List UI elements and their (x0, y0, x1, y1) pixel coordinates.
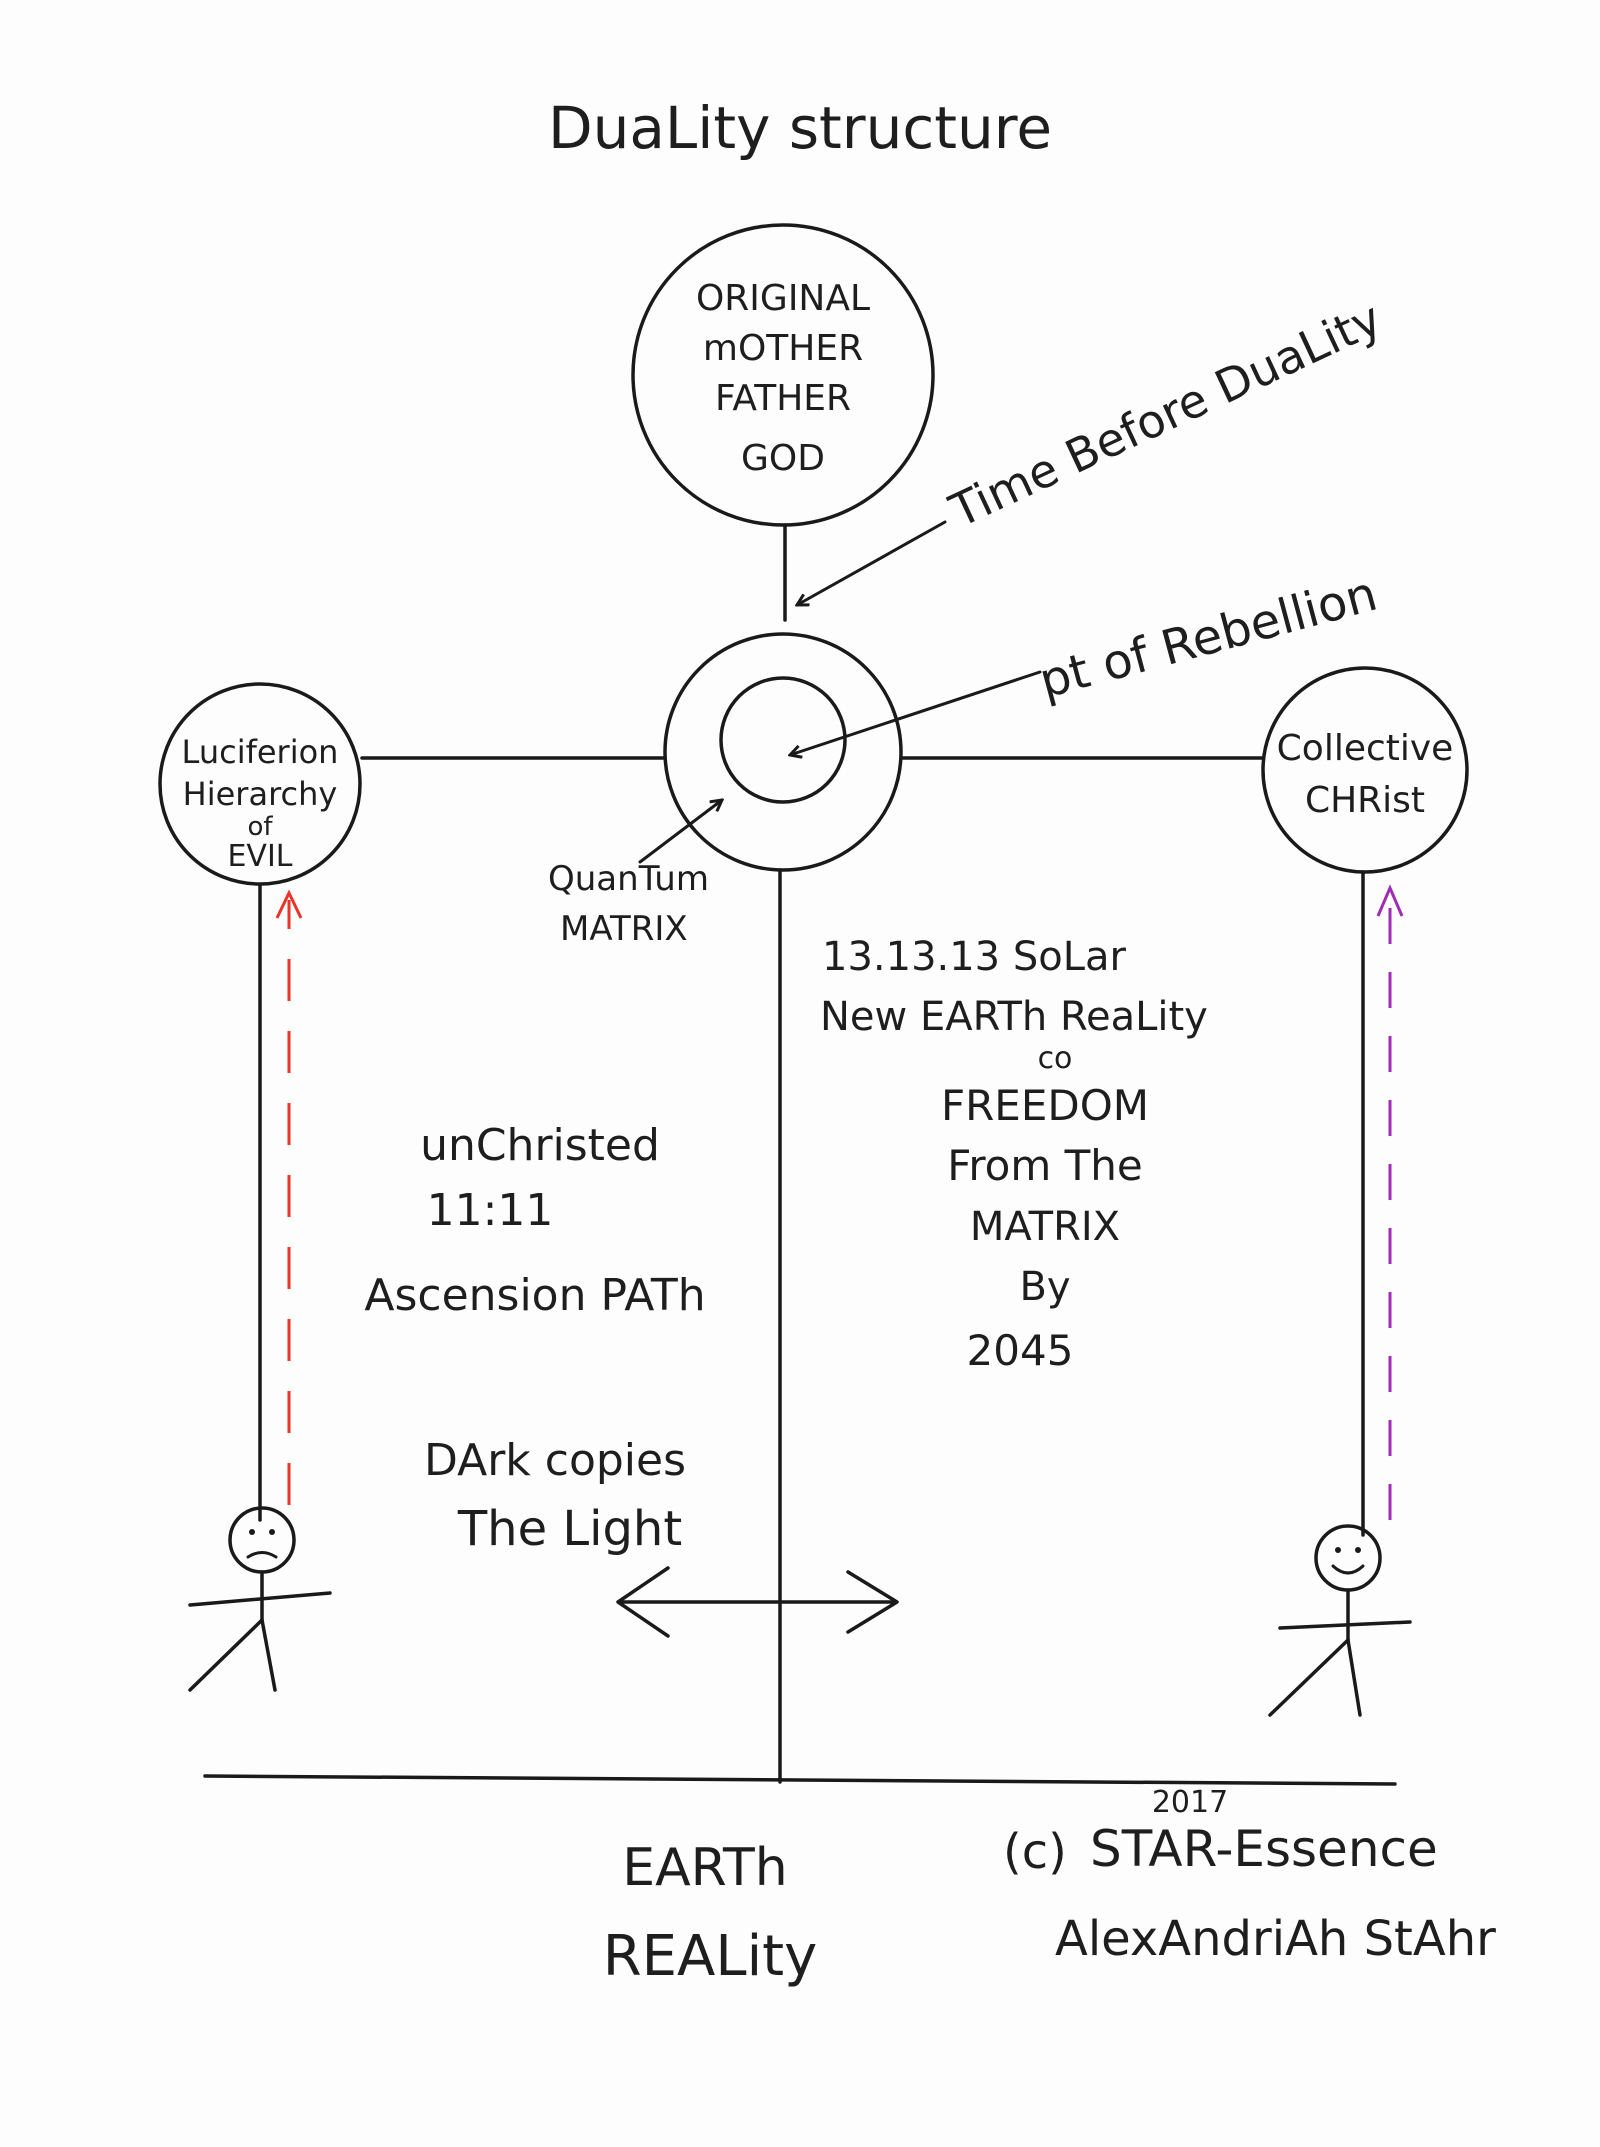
dark-copies-light-note: DArk copies The Light (424, 1435, 686, 1557)
solar-note-line: co (1038, 1041, 1073, 1076)
red-arrowhead (275, 889, 303, 919)
christ-label-line: CHRist (1305, 780, 1425, 821)
luciferian-label-line: of (247, 812, 273, 842)
god-label-line: mOTHER (703, 328, 863, 369)
god-label-line: FATHER (715, 378, 851, 419)
arms (188, 1591, 332, 1607)
time-before-duality-arrow (797, 520, 947, 605)
point-of-rebellion-label: pt of Rebellion (1034, 566, 1383, 710)
luciferian-label-line: Luciferion (182, 733, 339, 771)
time-before-duality-label: Time Before DuaLity (941, 291, 1389, 538)
diagram-title: DuaLity structure (548, 94, 1052, 162)
left-eye (249, 1529, 255, 1535)
right-leg (1346, 1638, 1362, 1717)
frown-mouth (246, 1551, 278, 1559)
christ-label-line: Collective (1277, 728, 1454, 769)
arms (1278, 1620, 1412, 1630)
god-label-line: GOD (741, 438, 825, 479)
solar-note-line: 2045 (967, 1326, 1074, 1375)
smile-mouth (1331, 1564, 1365, 1575)
frowning-head (228, 1506, 296, 1574)
god-node-circle (631, 223, 935, 527)
god-node-label: ORIGINAL mOTHER FATHER GOD (696, 278, 870, 479)
copyright-name: STAR-Essence (1090, 1820, 1438, 1878)
right-eye (269, 1529, 275, 1535)
solar-note-line: From The (947, 1141, 1143, 1190)
right-eye (1355, 1547, 1361, 1553)
quantum-matrix-outer-circle (663, 632, 903, 872)
right-leg (260, 1618, 277, 1692)
dark-copies-line: The Light (457, 1501, 682, 1557)
luciferian-node-label: Luciferion Hierarchy of EVIL (182, 733, 339, 874)
quantum-matrix-label-line: QuanTum (548, 859, 709, 899)
copyright-mark: (c) (1003, 1824, 1067, 1880)
solar-note-line: 13.13.13 SoLar (822, 934, 1127, 980)
double-arrow-left-head (616, 1566, 670, 1638)
smiling-person-figure (1268, 1524, 1412, 1717)
unchristed-note-line: unChristed (420, 1120, 660, 1171)
quantum-matrix-label-line: MATRIX (560, 909, 688, 949)
solar-note-line: FREEDOM (941, 1081, 1149, 1130)
frowning-person-figure (188, 1506, 332, 1692)
unchristed-note-line: Ascension PATh (364, 1270, 705, 1321)
solar-note-line: MATRIX (970, 1204, 1120, 1250)
solar-note-line: By (1019, 1264, 1070, 1310)
smiling-head (1314, 1524, 1382, 1592)
collective-christ-node-circle (1261, 666, 1469, 874)
copyright-year: 2017 (1152, 1785, 1228, 1820)
left-leg (188, 1618, 264, 1692)
purple-arrowhead (1376, 884, 1404, 917)
earth-label-line: EARTh (622, 1838, 788, 1898)
point-of-rebellion-arrow (790, 670, 1042, 755)
unchristed-ascension-note: unChristed 11:11 Ascension PATh (364, 1120, 705, 1321)
reality-label-line: REALity (603, 1924, 817, 1989)
luciferian-label-line: Hierarchy (183, 775, 338, 813)
earth-ground-line (203, 1774, 1397, 1786)
copyright-signature: 2017 (c) STAR-Essence AlexAndriAh StAhr (1003, 1785, 1496, 1967)
collective-christ-node-label: Collective CHRist (1277, 728, 1454, 821)
luciferian-label-line: EVIL (227, 839, 292, 874)
dark-copies-line: DArk copies (424, 1435, 686, 1486)
double-arrow-right-head (846, 1570, 899, 1634)
point-of-rebellion-inner-circle (719, 676, 847, 804)
new-earth-reality-note: 13.13.13 SoLar New EARTh ReaLity co FREE… (820, 934, 1208, 1375)
unchristed-note-line: 11:11 (427, 1185, 554, 1236)
god-label-line: ORIGINAL (696, 278, 870, 319)
left-eye (1335, 1547, 1341, 1553)
solar-note-line: New EARTh ReaLity (820, 994, 1208, 1040)
left-leg (1268, 1638, 1350, 1717)
author-name: AlexAndriAh StAhr (1055, 1911, 1496, 1967)
quantum-matrix-arrow (638, 800, 722, 864)
